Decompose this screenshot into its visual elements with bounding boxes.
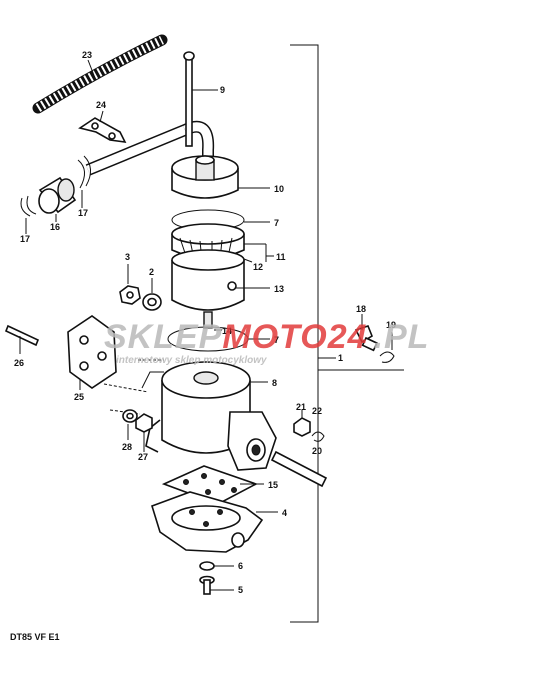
washer-part <box>142 293 162 311</box>
small-washer-part <box>122 409 138 423</box>
callout-5: 5 <box>238 585 243 595</box>
rod-part <box>183 51 195 147</box>
hose-nipple-part <box>293 417 311 437</box>
filter-cap-part <box>171 155 239 199</box>
callout-10: 10 <box>274 184 284 194</box>
callout-19: 19 <box>386 320 396 330</box>
callout-17: 17 <box>20 234 30 244</box>
callout-4: 4 <box>282 508 287 518</box>
callout-9: 9 <box>220 85 225 95</box>
callout-28: 28 <box>122 442 132 452</box>
callout-16: 16 <box>50 222 60 232</box>
callout-24: 24 <box>96 100 106 110</box>
callout-7: 7 <box>274 218 279 228</box>
nut-part <box>119 285 141 305</box>
hose-clamp-part <box>20 195 37 217</box>
watermark-tagline: internetowy sklep motocyklowy <box>116 355 267 366</box>
callout-22: 22 <box>312 406 322 416</box>
watermark-tld: .PL <box>374 318 430 356</box>
callout-21: 21 <box>296 402 306 412</box>
circlip-part <box>379 351 395 363</box>
watermark-brand-24: 24 <box>327 318 368 356</box>
callout-11: 11 <box>276 252 286 262</box>
hose-fitting-part <box>38 176 77 214</box>
callout-8: 8 <box>272 378 277 388</box>
leader-line <box>87 59 96 79</box>
callout-27: 27 <box>138 452 148 462</box>
pump-body-part <box>141 361 277 471</box>
pump-cover-part <box>151 491 264 553</box>
pin-part <box>270 450 328 488</box>
callout-23: 23 <box>82 50 92 60</box>
callout-12: 12 <box>253 262 263 272</box>
filter-cup-part <box>171 249 245 329</box>
diagram-code: DT85 VF E1 <box>10 632 60 642</box>
watermark-brand-sklep: SKLEP <box>104 318 222 356</box>
small-nut-part <box>135 413 153 433</box>
assembly-bracket <box>290 44 319 623</box>
callout-26: 26 <box>14 358 24 368</box>
pin-part <box>4 324 40 347</box>
svg-text:SKLEPMOTO24.PL: SKLEPMOTO24.PL <box>104 318 429 356</box>
watermark: SKLEPMOTO24.PL internetowy sklep motocyk… <box>104 318 429 366</box>
watermark-brand-moto: MOTO <box>222 318 327 356</box>
callout-6: 6 <box>238 561 243 571</box>
spiral-protector-part <box>32 34 168 114</box>
circlip-part <box>311 431 325 442</box>
bolt-part <box>354 325 378 352</box>
callout-25: 25 <box>74 392 84 402</box>
gasket-plate-part <box>67 315 117 389</box>
callout-3: 3 <box>125 252 130 262</box>
clip-part <box>78 117 127 143</box>
callout-1: 1 <box>338 353 343 363</box>
callout-17: 17 <box>78 208 88 218</box>
callout-15: 15 <box>268 480 278 490</box>
callout-20: 20 <box>312 446 322 456</box>
callout-7: 7 <box>274 335 279 345</box>
leader-line <box>99 110 104 123</box>
hose-clamp-part <box>77 155 91 189</box>
callout-2: 2 <box>149 267 154 277</box>
callout-13: 13 <box>274 284 284 294</box>
callout-14: 14 <box>222 326 232 336</box>
screw-part <box>199 575 215 595</box>
washer-part <box>199 561 215 571</box>
callout-18: 18 <box>356 304 366 314</box>
